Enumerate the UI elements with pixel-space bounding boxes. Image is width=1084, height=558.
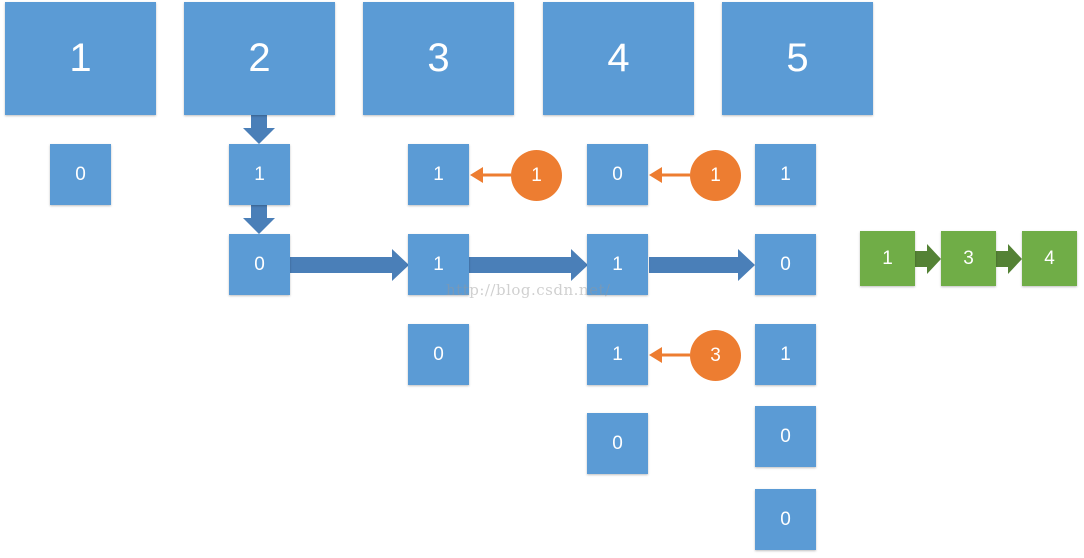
result-node-2: 3 xyxy=(941,231,996,286)
right-arrow-col2-col3 xyxy=(290,249,409,281)
pointer-circle-3: 3 xyxy=(690,330,741,381)
header-box-1: 1 xyxy=(5,2,156,115)
right-arrow-col4-col5 xyxy=(649,249,755,281)
result-node-1: 1 xyxy=(860,231,915,286)
pointer-circle-1: 1 xyxy=(511,150,562,201)
cell-col4-row2: 1 xyxy=(587,234,648,295)
cell-col4-row4: 0 xyxy=(587,413,648,474)
header-box-4: 4 xyxy=(543,2,694,115)
cell-col4-row3: 1 xyxy=(587,324,648,385)
cell-col3-row2: 1 xyxy=(408,234,469,295)
cell-col5-row2: 0 xyxy=(755,234,816,295)
result-node-3: 4 xyxy=(1022,231,1077,286)
orange-arrow-3 xyxy=(649,347,690,363)
cell-col3-row1: 1 xyxy=(408,144,469,205)
cell-col4-row1: 0 xyxy=(587,144,648,205)
header-box-3: 3 xyxy=(363,2,514,115)
cell-col1-row1: 0 xyxy=(50,144,111,205)
cell-col5-row5: 0 xyxy=(755,489,816,550)
right-arrow-col3-col4 xyxy=(469,249,588,281)
green-arrow-2 xyxy=(996,244,1022,274)
pointer-circle-2: 1 xyxy=(690,150,741,201)
down-arrow-header2 xyxy=(243,115,275,144)
cell-col5-row4: 0 xyxy=(755,406,816,467)
cell-col3-row3: 0 xyxy=(408,324,469,385)
cell-col2-row1: 1 xyxy=(229,144,290,205)
watermark-text: http://blog.csdn.net/ xyxy=(446,281,611,299)
cell-col2-row2: 0 xyxy=(229,234,290,295)
cell-col5-row1: 1 xyxy=(755,144,816,205)
down-arrow-cell xyxy=(243,205,275,234)
orange-arrow-1 xyxy=(470,167,511,183)
header-box-5: 5 xyxy=(722,2,873,115)
orange-arrow-2 xyxy=(649,167,690,183)
green-arrow-1 xyxy=(915,244,941,274)
cell-col5-row3: 1 xyxy=(755,324,816,385)
header-box-2: 2 xyxy=(184,2,335,115)
